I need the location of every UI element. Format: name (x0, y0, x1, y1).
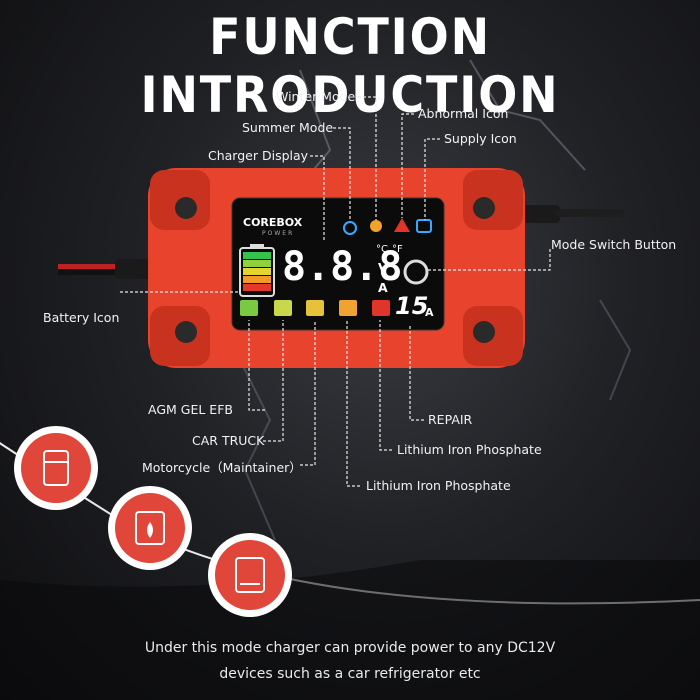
footer-line-2: devices such as a car refrigerator etc (219, 666, 481, 682)
callout-car-truck: CAR TRUCK (192, 433, 265, 448)
moto-chip-icon (306, 300, 324, 316)
unit-volt: V (378, 260, 388, 275)
brand-logo: COREBOX (243, 216, 303, 229)
snowflake-icon (343, 221, 357, 235)
callout-summer-mode: Summer Mode (242, 120, 334, 135)
screw-icon (473, 197, 495, 219)
amperage-value: 15 (395, 292, 429, 320)
callout-battery-icon: Battery Icon (43, 310, 120, 325)
callout-charger-display: Charger Display (208, 148, 309, 163)
footer-line-1: Under this mode charger can provide powe… (144, 640, 556, 656)
car-chip-icon (274, 300, 292, 316)
callout-lithium-1: Lithium Iron Phosphate (397, 442, 542, 457)
callout-agm-gel-efb: AGM GEL EFB (148, 402, 233, 417)
tablet-icon (215, 540, 285, 610)
refrigerator-icon (21, 433, 91, 503)
amperage-unit: A (425, 306, 434, 319)
unit-amp: A (378, 280, 388, 295)
brand-subtitle: POWER (262, 230, 295, 237)
screw-icon (473, 321, 495, 343)
callout-mode-switch-button: Mode Switch Button (551, 237, 677, 252)
mode-switch-button-icon (403, 259, 429, 285)
lifepo4-chip-icon (339, 300, 357, 316)
callout-abnormal-icon: Abnormal Icon (418, 106, 509, 121)
supply-icon (416, 219, 432, 233)
screw-icon (175, 321, 197, 343)
callout-lithium-2: Lithium Iron Phosphate (366, 478, 511, 493)
callout-motorcycle: Motorcycle（Maintainer） (142, 460, 302, 475)
page-title: FUNCTION INTRODUCTION (140, 8, 560, 124)
unit-fahrenheit: °F (392, 244, 403, 255)
warning-icon (394, 218, 410, 232)
sun-icon (370, 220, 382, 232)
repair-chip-icon (372, 300, 390, 316)
unit-celsius: °C (376, 244, 388, 255)
screw-icon (175, 197, 197, 219)
callout-winter-mode: Winter Mode (276, 89, 356, 104)
callout-repair: REPAIR (428, 412, 473, 427)
lcd-digits: 8.8.8 (282, 244, 403, 290)
lcd-panel (231, 197, 445, 331)
callout-supply-icon: Supply Icon (444, 131, 517, 146)
agm-chip-icon (240, 300, 258, 316)
